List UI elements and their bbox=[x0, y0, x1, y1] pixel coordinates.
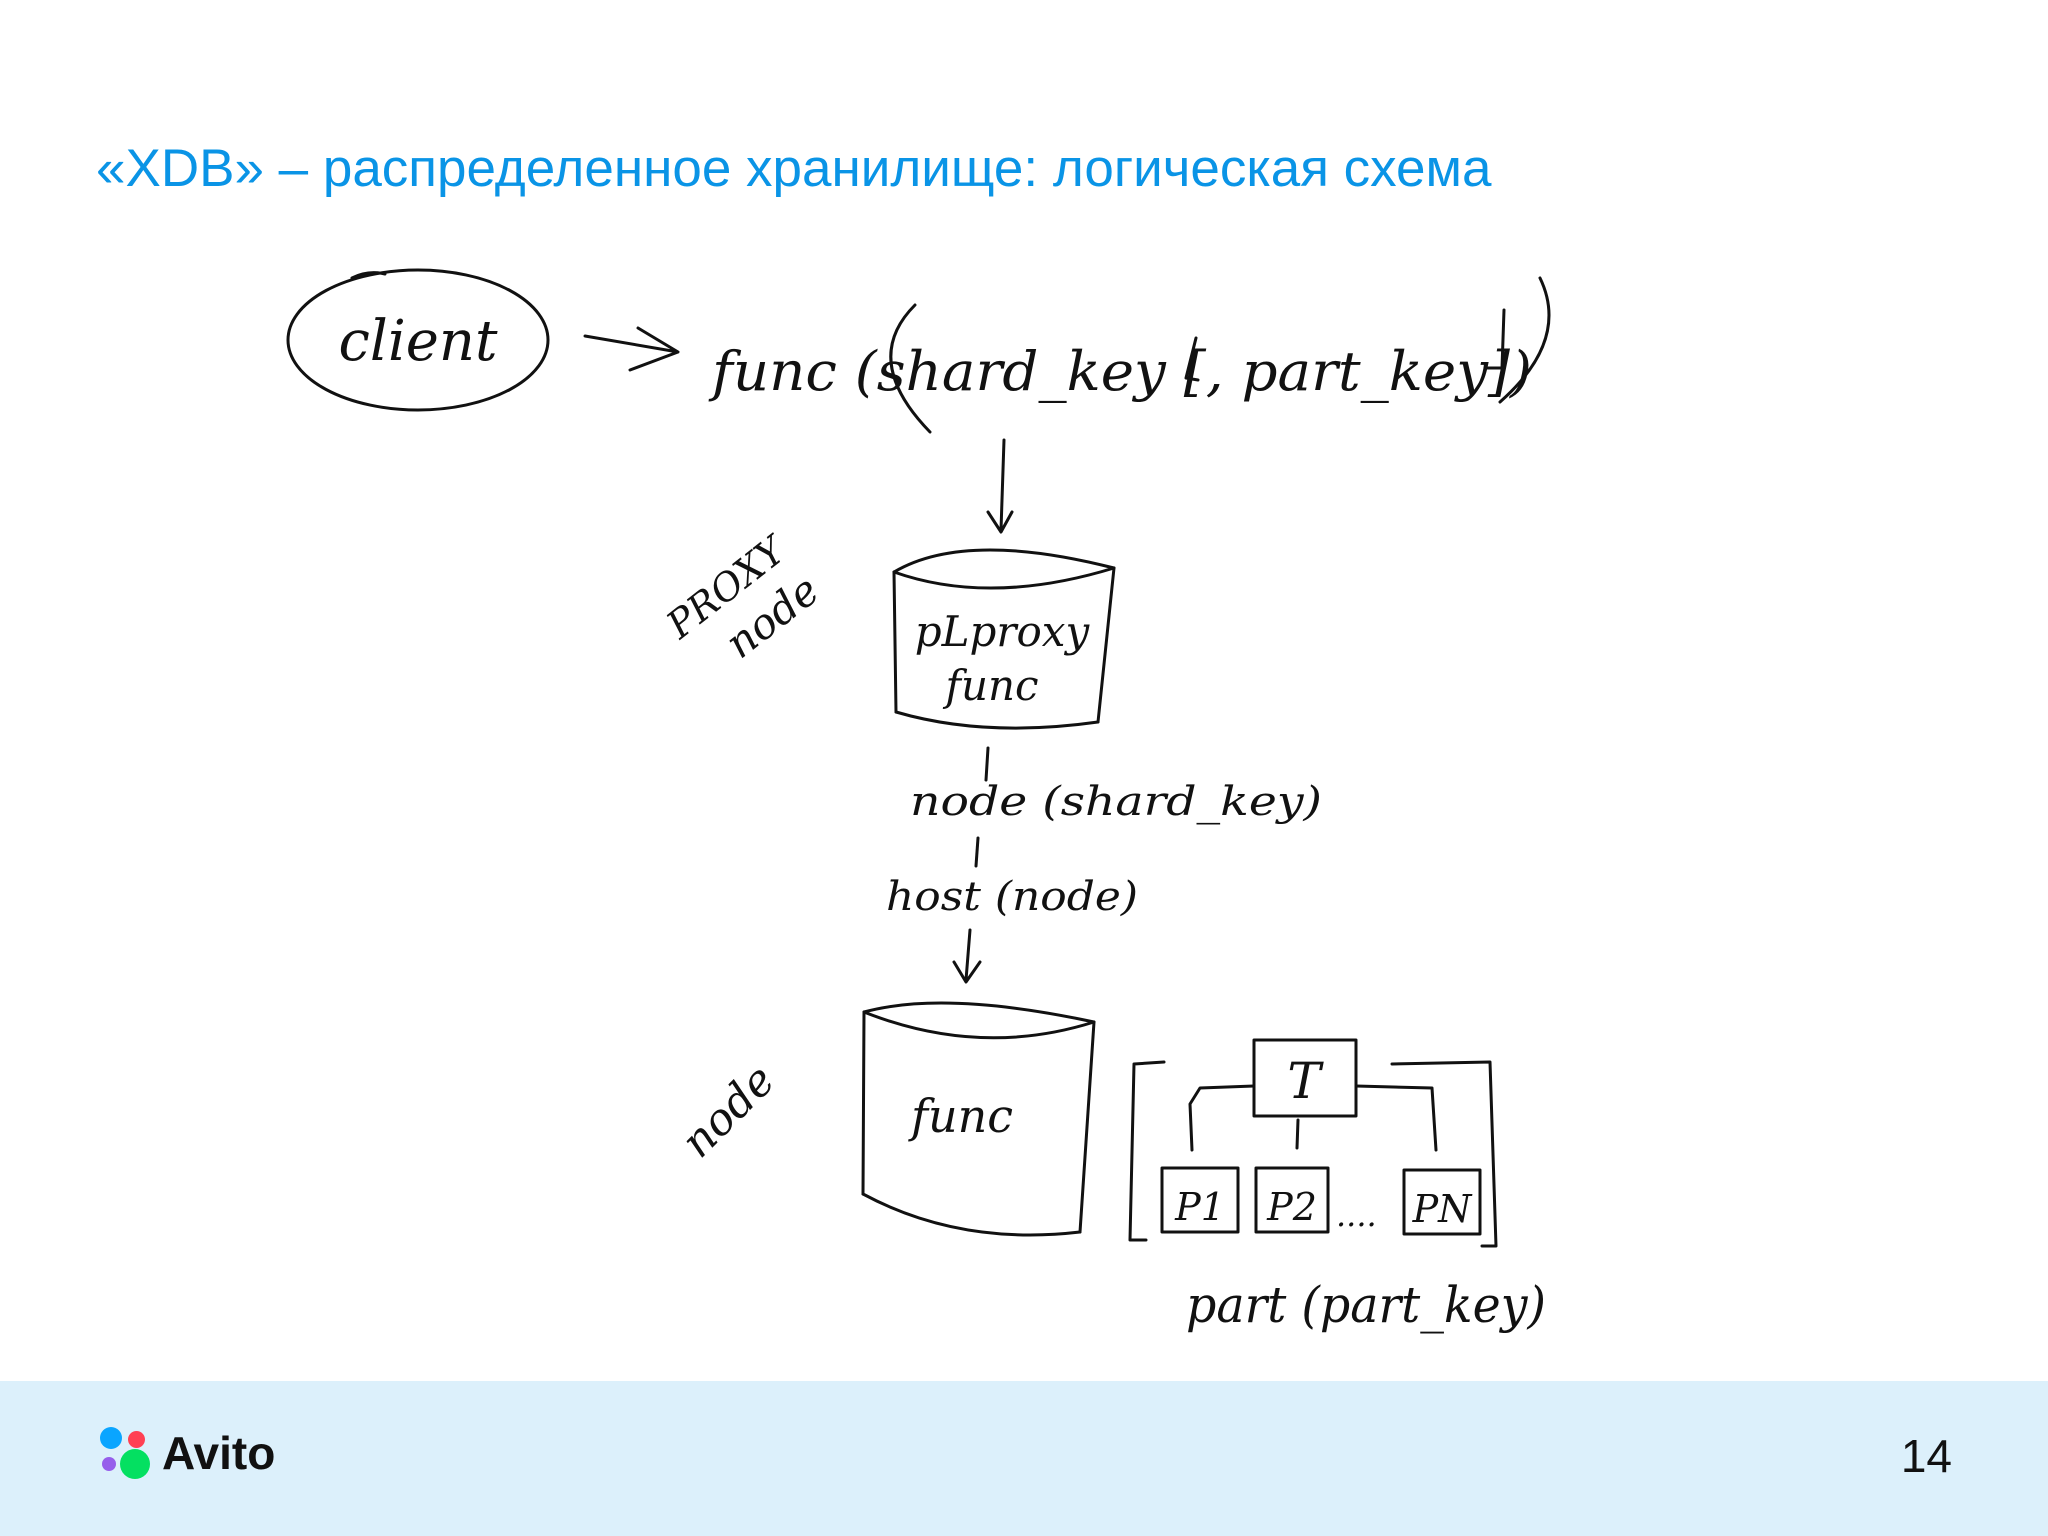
outer-bracket-right bbox=[1390, 1060, 1498, 1248]
func-call-label: func (shard_key [, part_key]) bbox=[708, 340, 1532, 403]
avito-logo: Avito bbox=[98, 1423, 275, 1483]
partition-label-p2: P2 bbox=[1266, 1185, 1317, 1229]
proxy-db-line1: pLproxy bbox=[915, 607, 1091, 656]
bracket-close bbox=[1484, 308, 1506, 370]
table-label: T bbox=[1287, 1052, 1324, 1110]
tree-branch-left bbox=[1188, 1084, 1256, 1152]
partition-box-pn bbox=[1402, 1168, 1482, 1236]
arrow-client-to-func bbox=[583, 326, 680, 372]
part-call-label: part (part_key) bbox=[1186, 1276, 1546, 1334]
connector-2 bbox=[974, 836, 980, 868]
arrow-func-to-proxy bbox=[986, 438, 1014, 534]
partition-ellipsis: .... bbox=[1336, 1196, 1377, 1234]
node-cylinder bbox=[861, 1001, 1096, 1237]
open-paren bbox=[889, 303, 932, 434]
partition-box-p1 bbox=[1160, 1166, 1240, 1234]
connector-1 bbox=[984, 746, 990, 782]
logical-scheme-diagram: client func (shard_key [, part_key]) PRO… bbox=[286, 268, 1551, 1334]
tree-branch-right bbox=[1354, 1084, 1438, 1152]
table-box bbox=[1252, 1038, 1358, 1118]
partition-label-p1: P1 bbox=[1174, 1185, 1225, 1229]
proxy-db-line2: func bbox=[942, 661, 1038, 710]
close-paren bbox=[1498, 276, 1551, 404]
tree-branch-center bbox=[1295, 1118, 1300, 1150]
node-db-label: func bbox=[908, 1089, 1013, 1143]
avito-wordmark: Avito bbox=[162, 1427, 276, 1479]
client-ellipse-tail bbox=[350, 271, 387, 280]
step-host-label: host (node) bbox=[886, 874, 1138, 920]
slide-title: «XDB» – распределенное хранилище: логиче… bbox=[96, 139, 1492, 198]
client-label: client bbox=[339, 309, 498, 374]
partition-label-pn: PN bbox=[1412, 1187, 1474, 1231]
partition-box-p2 bbox=[1254, 1166, 1330, 1234]
node-label: node bbox=[672, 1055, 785, 1168]
step-node-label: node (shard_key) bbox=[910, 779, 1322, 825]
client-ellipse bbox=[286, 268, 550, 412]
page-number: 14 bbox=[1900, 1430, 1952, 1482]
outer-bracket-left bbox=[1128, 1060, 1166, 1242]
arrow-host-to-node bbox=[952, 928, 982, 984]
footer: Avito 14 bbox=[0, 1381, 2048, 1536]
proxy-cylinder bbox=[892, 548, 1116, 730]
avito-dots-icon bbox=[98, 1425, 154, 1481]
bracket-open bbox=[1184, 336, 1200, 382]
